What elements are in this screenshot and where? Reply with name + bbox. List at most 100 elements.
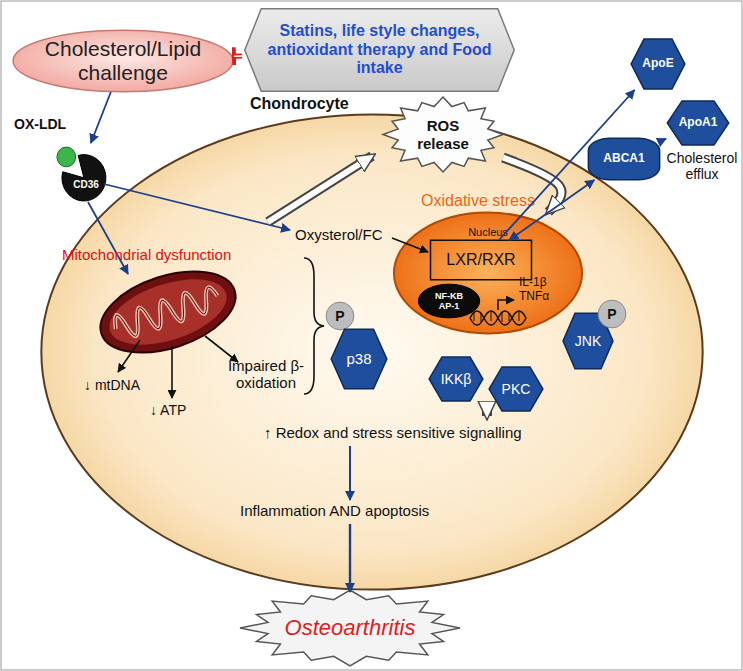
kinase-hexagon — [429, 357, 483, 401]
hollow-arrow — [484, 404, 490, 416]
node-text: ROS release — [408, 117, 478, 152]
stimulus-ellipse: Cholesterol/Lipid challenge — [12, 30, 234, 92]
receptor-symbol: CD36 — [52, 143, 107, 201]
connector — [509, 180, 594, 240]
kinase-hexagon: PKC — [488, 366, 544, 412]
cell-outline — [41, 114, 702, 589]
arrow — [205, 336, 238, 362]
node-text-wrap: Osteoarthritis — [240, 590, 460, 666]
dna-strand — [470, 311, 526, 325]
node-text: ApoE — [642, 57, 673, 71]
node-text: IKKβ — [441, 371, 472, 387]
phosphate-circle — [326, 302, 354, 330]
node-text-wrap: ABCA1 — [588, 138, 660, 180]
transporter-box: ABCA1 — [588, 138, 660, 180]
node-text-wrap: P — [326, 302, 354, 330]
arrow — [118, 340, 140, 372]
connector-line — [499, 90, 634, 240]
receptor-box: LXR/RXR — [430, 240, 532, 280]
node-text-wrap: LXR/RXR — [430, 240, 532, 280]
node-text-wrap: ApoE — [630, 38, 686, 90]
node-text: Oxidative stress — [413, 192, 543, 210]
node-text-wrap: IKKβ — [428, 356, 484, 402]
transcription-arrow — [498, 300, 514, 310]
outcome-starburst — [240, 590, 460, 666]
node-text-wrap: p38 — [330, 328, 388, 390]
node-text: P — [335, 308, 344, 324]
treatment-box: Statins, life style changes, antioxidant… — [242, 8, 517, 92]
hollow-arrow-outline — [268, 156, 372, 222]
ros-starburst — [383, 97, 503, 172]
arrow — [349, 524, 351, 592]
transcription-factor — [418, 284, 479, 318]
node-text: ApoA1 — [679, 116, 718, 130]
connector-line — [91, 92, 111, 143]
process-label: Cholesterol efflux — [664, 150, 740, 182]
node-text: ABCA1 — [603, 152, 644, 166]
phosphate-circle: P — [598, 300, 626, 328]
hollow-arrow — [268, 156, 372, 222]
kinase-hexagon — [489, 367, 543, 411]
connector — [499, 90, 634, 240]
receptor-symbol-shape — [52, 143, 107, 201]
connector — [660, 139, 666, 142]
phosphate-circle — [598, 300, 626, 328]
nucleus-ellipse — [394, 213, 582, 334]
connector-line — [660, 139, 666, 142]
node-text-wrap: PKC — [488, 366, 544, 412]
kinase-hexagon: p38 — [330, 328, 388, 390]
mitochondrion — [90, 256, 245, 368]
protein-hexagon: ApoA1 — [666, 100, 730, 146]
node-text: PKC — [502, 381, 531, 397]
node-text-wrap: ROS release — [383, 97, 503, 172]
transporter-box — [588, 138, 659, 180]
nucleus-ellipse: Oxidative stressNucleusLXR/RXRNF-KB AP-1 — [393, 212, 583, 334]
ligand-circle — [57, 147, 76, 167]
protein-hexagon — [667, 101, 728, 145]
hollow-arrow-outline — [482, 404, 492, 416]
node-text-wrap: NF-KB AP-1 — [418, 284, 480, 318]
node-text: p38 — [346, 350, 371, 367]
receptor-box — [431, 240, 532, 280]
ligand-label: OX-LDL — [14, 116, 84, 132]
outcome-starburst: Osteoarthritis — [240, 590, 460, 666]
connector-line — [509, 180, 594, 240]
node-text: Osteoarthritis — [285, 615, 416, 640]
node-text: CD36 — [66, 179, 106, 191]
node-text: JNK — [575, 333, 601, 349]
arrow — [392, 238, 428, 252]
arrow — [171, 346, 173, 398]
bracket — [304, 258, 324, 394]
node-text: Chondrocyte — [250, 95, 360, 113]
node-text-wrap: Statins, life style changes, antioxidant… — [242, 8, 517, 92]
node-text: LXR/RXR — [446, 251, 515, 269]
cristae-line — [112, 284, 222, 342]
kinase-hexagon: IKKβ — [428, 356, 484, 402]
dna-rungs — [474, 312, 519, 322]
ros-starburst: ROS release — [383, 97, 503, 172]
node-text-wrap: Cholesterol/Lipid challenge — [12, 30, 234, 92]
inhibition-line-inner — [234, 55, 242, 57]
node-text: NF-KB AP-1 — [431, 291, 467, 312]
connector — [234, 55, 242, 56]
cristae — [112, 284, 222, 342]
stimulus-ellipse — [13, 30, 233, 91]
transcription-factor: NF-KB AP-1 — [418, 284, 480, 318]
dna-helix — [470, 300, 526, 325]
node-text: Cholesterol/Lipid challenge — [28, 37, 218, 85]
dna-strand — [470, 311, 526, 325]
phosphate-circle: P — [326, 302, 354, 330]
node-text: P — [607, 306, 616, 322]
protein-hexagon: ApoE — [630, 38, 686, 90]
node-text-wrap: ApoA1 — [666, 100, 730, 146]
kinase-hexagon — [331, 329, 387, 389]
arrow — [104, 184, 290, 230]
node-text-wrap: P — [598, 300, 626, 328]
node-text: Statins, life style changes, antioxidant… — [262, 22, 497, 77]
inhibition-line — [234, 53, 242, 58]
protein-hexagon — [631, 39, 685, 89]
connector — [91, 92, 111, 143]
